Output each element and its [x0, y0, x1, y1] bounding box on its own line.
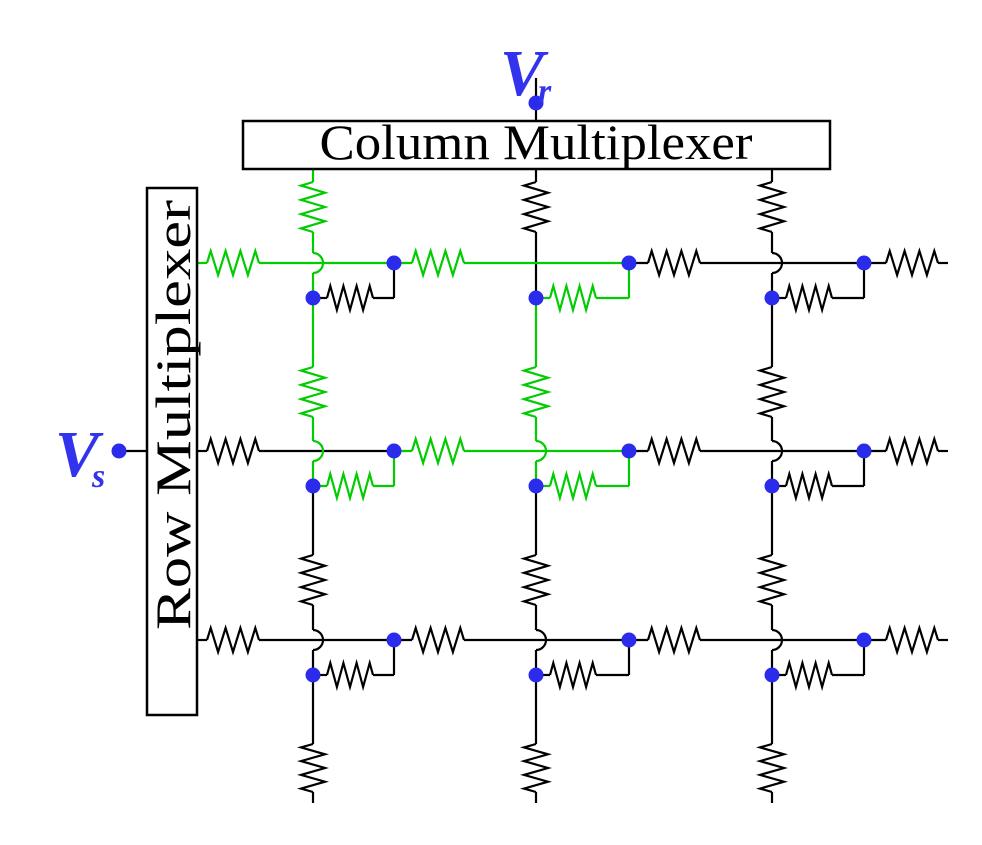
- resistor-row: [884, 435, 940, 467]
- resistor-column-bottom: [755, 742, 789, 794]
- resistor-column-mid: [520, 365, 552, 419]
- resistor-row: [646, 247, 702, 279]
- crossover-arc: [312, 439, 325, 463]
- vr-label-subscript: r: [538, 73, 552, 110]
- resistor-column-low: [297, 553, 329, 607]
- resistor-column-mid: [297, 365, 329, 419]
- crossover-arc: [312, 251, 325, 275]
- resistor-row: [205, 624, 261, 656]
- column-multiplexer-label: Column Multiplexer: [320, 114, 753, 170]
- vr-node-dot: [528, 95, 544, 111]
- junction-dot-column-node: [764, 667, 780, 683]
- junction-dot-row-node: [856, 443, 872, 459]
- resistor-column-low: [756, 553, 788, 607]
- wires-layer: [111, 78, 948, 803]
- junction-dot-row-node: [621, 443, 637, 459]
- resistor-column-bottom: [296, 742, 330, 794]
- resistor-row: [884, 624, 940, 656]
- junction-dot-column-node: [305, 290, 321, 306]
- crossover-arc: [771, 439, 784, 463]
- junction-dot-column-node: [305, 478, 321, 494]
- junction-dot-column-node: [528, 290, 544, 306]
- row-multiplexer-box: [145, 186, 199, 717]
- junction-dot-row-node: [856, 255, 872, 271]
- resistor-column-bottom: [519, 742, 553, 794]
- resistor-cell: [548, 281, 598, 315]
- crossover-arc: [535, 628, 548, 652]
- vs-label-base: V: [55, 418, 104, 491]
- resistor-column-top: [520, 180, 552, 234]
- resistor-cell: [548, 469, 598, 503]
- crossover-arc: [535, 439, 548, 463]
- vs-node-dot: [111, 443, 127, 459]
- resistor-cell: [784, 281, 834, 315]
- resistor-cell: [325, 658, 375, 692]
- vs-label: Vs: [55, 418, 105, 495]
- junction-dot-column-node: [528, 667, 544, 683]
- resistor-cell: [548, 658, 598, 692]
- junction-dot-row-node: [386, 443, 402, 459]
- resistor-row: [410, 435, 466, 467]
- resistor-cell: [784, 469, 834, 503]
- junction-dot-column-node: [764, 290, 780, 306]
- resistor-row: [410, 247, 466, 279]
- resistor-cell: [784, 658, 834, 692]
- vs-label-subscript: s: [91, 458, 105, 495]
- resistor-row: [646, 624, 702, 656]
- junction-dot-row-node: [621, 255, 637, 271]
- resistor-row: [646, 435, 702, 467]
- column-multiplexer-box: [241, 119, 832, 171]
- crossover-arc: [771, 251, 784, 275]
- junction-dot-column-node: [305, 667, 321, 683]
- junction-dot-row-node: [621, 632, 637, 648]
- vr-label: Vr: [500, 37, 552, 110]
- crossover-arc: [312, 628, 325, 652]
- junction-dot-column-node: [764, 478, 780, 494]
- resistor-column-low: [520, 553, 552, 607]
- junction-dot-row-node: [856, 632, 872, 648]
- resistor-cell: [325, 281, 375, 315]
- crossover-arc: [771, 628, 784, 652]
- resistor-row: [205, 435, 261, 467]
- resistor-row: [410, 624, 466, 656]
- junction-dot-row-node: [386, 255, 402, 271]
- row-multiplexer-label: Row Multiplexer: [145, 200, 201, 630]
- resistor-cell: [325, 469, 375, 503]
- resistor-row: [205, 247, 261, 279]
- resistor-column-top: [297, 180, 329, 234]
- junction-dot-column-node: [528, 478, 544, 494]
- resistor-column-top: [756, 180, 788, 234]
- resistor-row: [884, 247, 940, 279]
- junction-dot-row-node: [386, 632, 402, 648]
- resistor-column-mid: [756, 365, 788, 419]
- vr-label-base: V: [500, 37, 549, 110]
